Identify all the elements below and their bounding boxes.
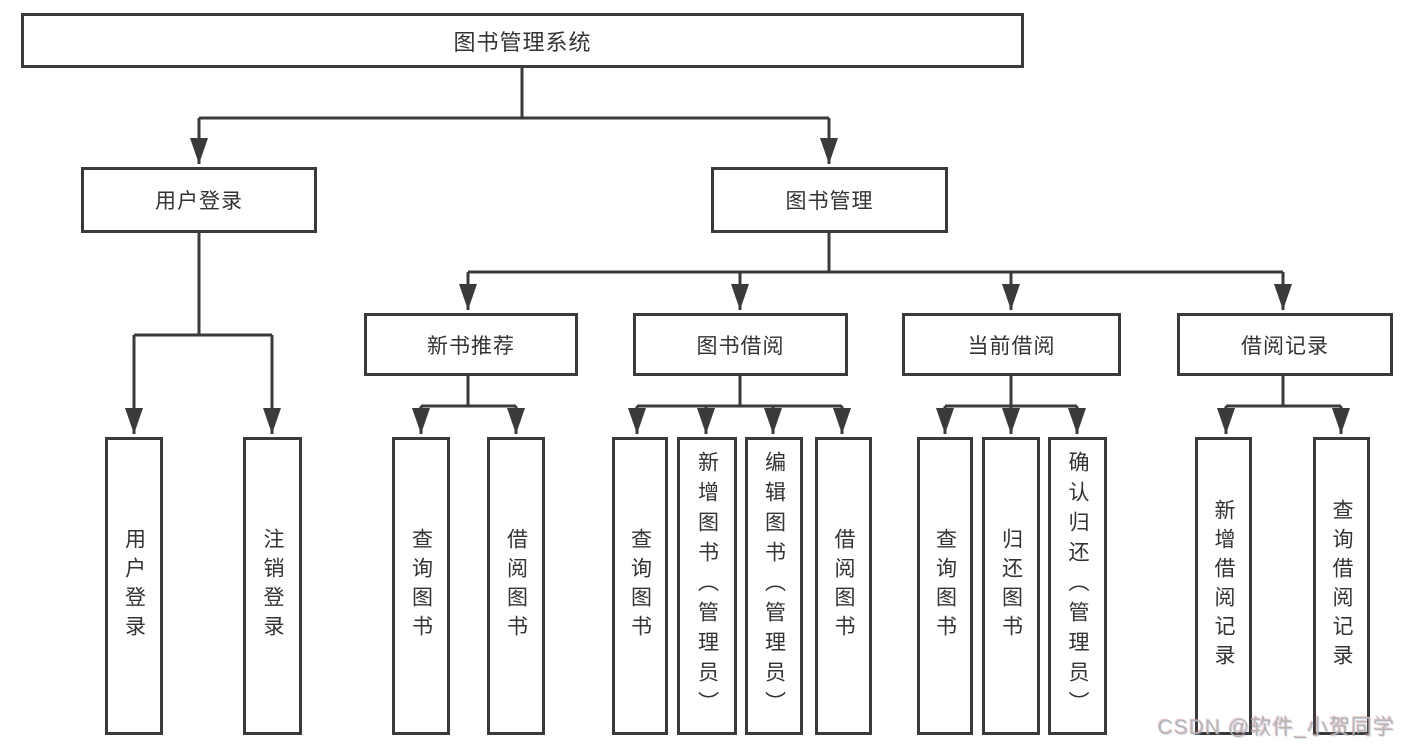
node-new-book-recommendation: 新书推荐 xyxy=(364,313,578,376)
node-label: 查询图书 xyxy=(628,528,652,644)
node-label: 查询借阅记录 xyxy=(1330,499,1353,673)
node-leaf-query-books-current: 查询图书 xyxy=(917,437,973,735)
node-leaf-borrow-books-recommend: 借阅图书 xyxy=(487,437,545,735)
node-library-management-system: 图书管理系统 xyxy=(21,13,1024,68)
node-leaf-confirm-return-admin: 确认归还（管理员） xyxy=(1048,437,1107,735)
node-leaf-query-books-recommend: 查询图书 xyxy=(392,437,450,735)
node-label: 借阅图书 xyxy=(832,528,855,644)
node-label: 新书推荐 xyxy=(427,334,515,358)
node-label: 归还图书 xyxy=(999,528,1023,644)
node-book-borrowing: 图书借阅 xyxy=(633,313,848,376)
node-leaf-query-books-borrowing: 查询图书 xyxy=(612,437,668,735)
node-leaf-borrow-books-borrowing: 借阅图书 xyxy=(815,437,872,735)
node-book-management-branch: 图书管理 xyxy=(711,167,948,233)
node-label: 借阅图书 xyxy=(504,528,528,644)
node-label: 确认归还（管理员） xyxy=(1066,451,1089,721)
node-leaf-query-borrow-record: 查询借阅记录 xyxy=(1313,437,1370,735)
node-borrowing-records: 借阅记录 xyxy=(1177,313,1393,376)
node-label: 图书借阅 xyxy=(696,334,785,358)
node-label: 图书管理 xyxy=(785,190,874,213)
node-label: 用户登录 xyxy=(155,190,243,213)
node-leaf-logout: 注销登录 xyxy=(243,437,302,735)
node-label: 用户登录 xyxy=(122,528,146,644)
node-label: 当前借阅 xyxy=(967,334,1056,358)
node-label: 查询图书 xyxy=(409,528,433,644)
node-label: 图书管理系统 xyxy=(453,29,592,55)
node-label: 编辑图书（管理员） xyxy=(762,451,786,721)
node-leaf-add-books-admin: 新增图书（管理员） xyxy=(677,437,737,735)
node-leaf-return-books: 归还图书 xyxy=(982,437,1040,735)
node-leaf-edit-books-admin: 编辑图书（管理员） xyxy=(745,437,803,735)
node-label: 新增图书（管理员） xyxy=(695,451,719,721)
node-label: 新增借阅记录 xyxy=(1212,499,1235,673)
node-user-login-branch: 用户登录 xyxy=(81,167,317,233)
node-label: 注销登录 xyxy=(261,528,284,644)
node-leaf-user-login: 用户登录 xyxy=(105,437,163,735)
node-label: 查询图书 xyxy=(933,528,957,644)
node-label: 借阅记录 xyxy=(1241,334,1329,358)
csdn-watermark: CSDN @软件_小贺同学 xyxy=(1157,716,1395,739)
node-current-borrowing: 当前借阅 xyxy=(902,313,1121,376)
node-leaf-add-borrow-record: 新增借阅记录 xyxy=(1195,437,1252,735)
